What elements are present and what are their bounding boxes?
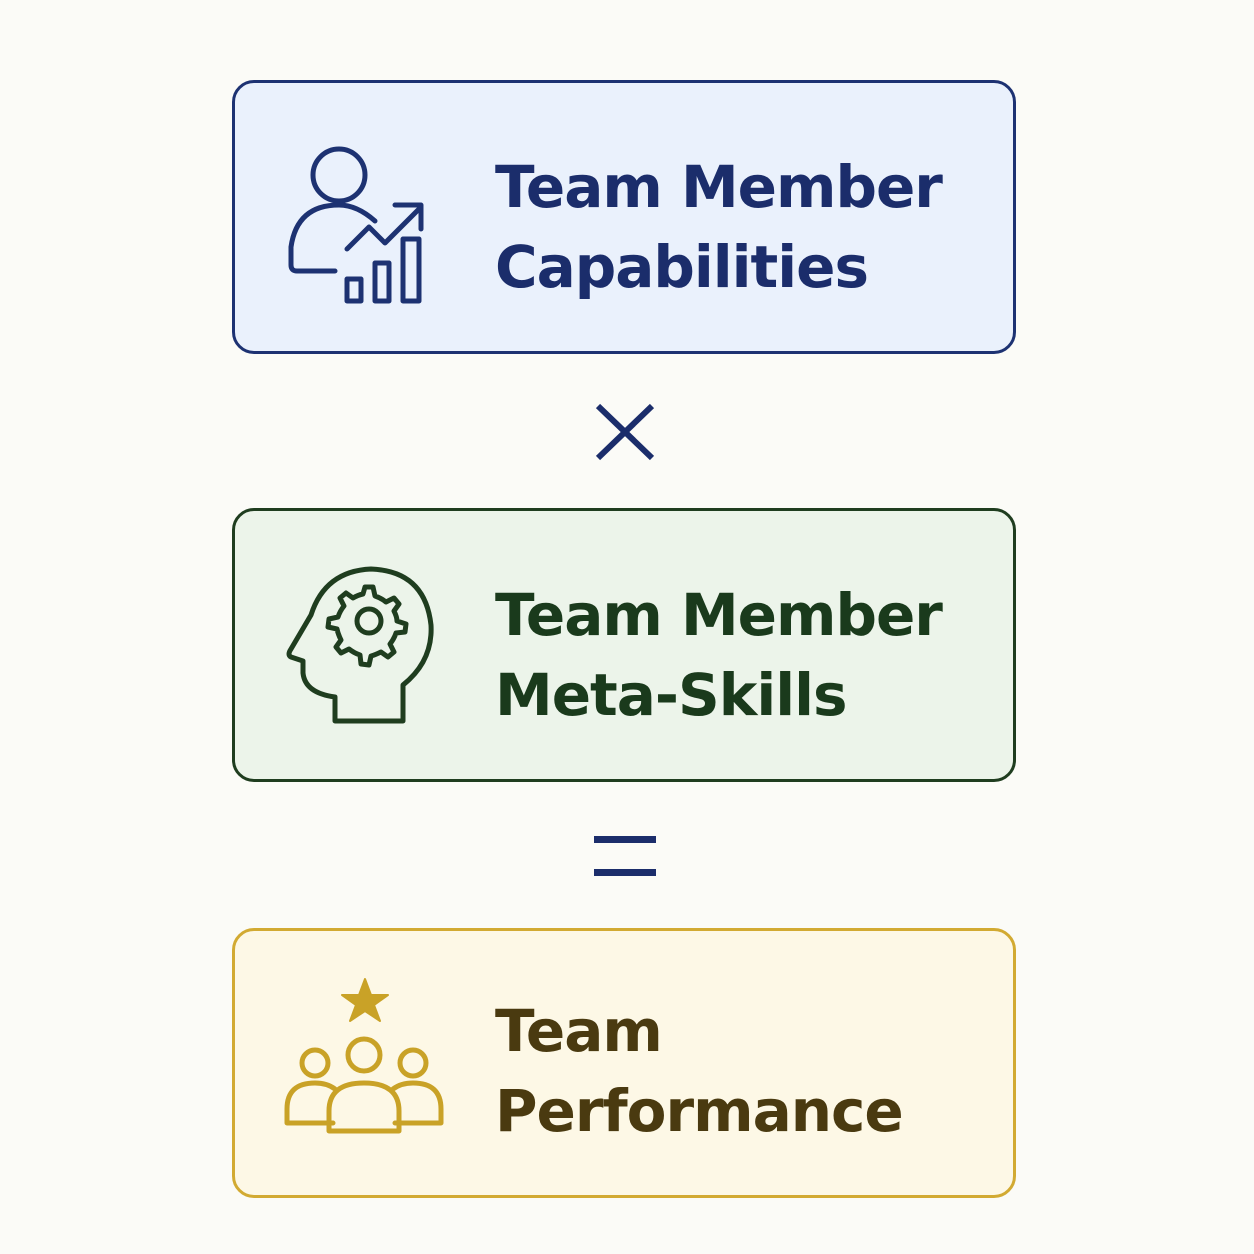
capabilities-label: Team Member Capabilities: [495, 147, 995, 307]
team-star-icon: [284, 971, 455, 1141]
performance-label-line-1: Team: [495, 997, 663, 1065]
equals-operator: [594, 834, 656, 880]
head-gear-icon: [285, 563, 455, 733]
performance-label-line-2: Performance: [495, 1077, 904, 1145]
multiply-operator: [594, 402, 656, 462]
capabilities-label-line-2: Capabilities: [495, 233, 869, 301]
meta-skills-label-line-1: Team Member: [495, 581, 943, 649]
capabilities-label-line-1: Team Member: [495, 153, 943, 221]
user-growth-chart-icon: [285, 143, 455, 313]
performance-box: Team Performance: [232, 928, 1016, 1198]
meta-skills-label: Team Member Meta-Skills: [495, 575, 995, 735]
performance-label: Team Performance: [495, 991, 995, 1151]
meta-skills-box: Team Member Meta-Skills: [232, 508, 1016, 782]
capabilities-box: Team Member Capabilities: [232, 80, 1016, 354]
meta-skills-label-line-2: Meta-Skills: [495, 661, 848, 729]
